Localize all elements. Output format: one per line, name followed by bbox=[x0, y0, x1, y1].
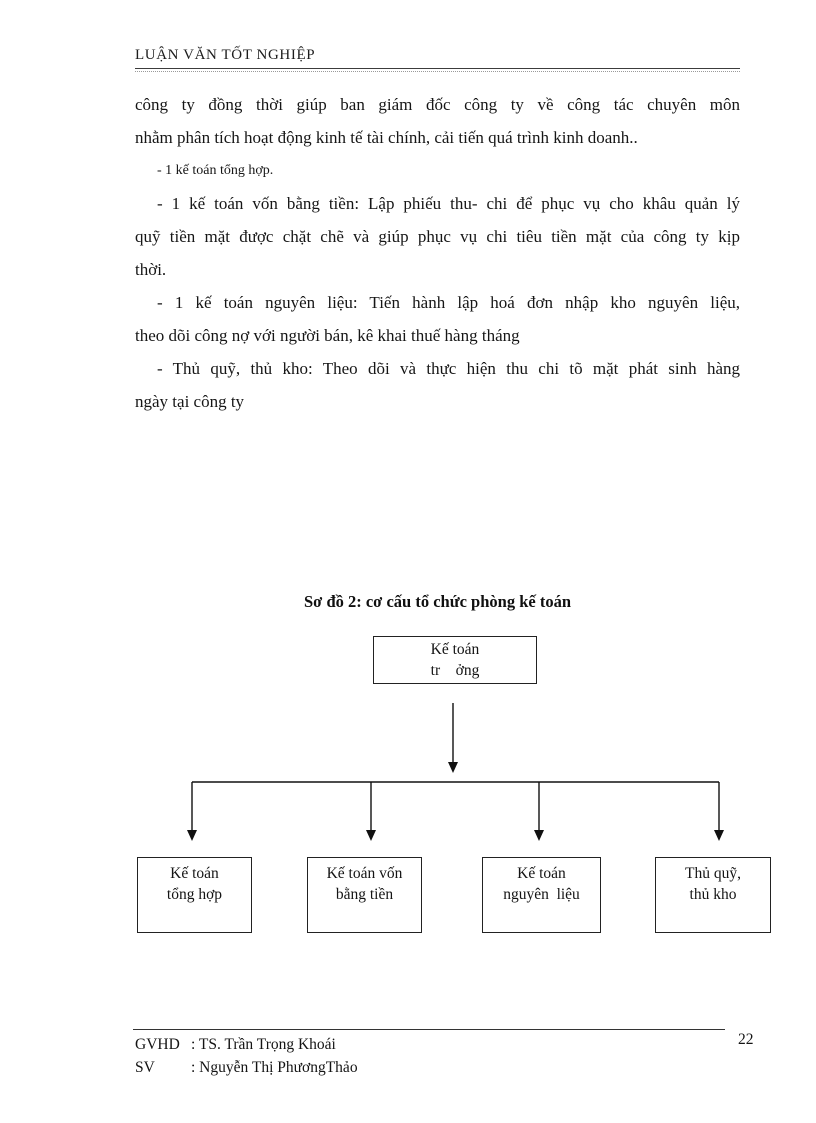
advisor-label: GVHD bbox=[135, 1036, 180, 1053]
text-line: ngày tại công ty bbox=[135, 392, 245, 411]
arrowhead-icon bbox=[534, 830, 544, 841]
org-chart-box-ke-toan-von-bang-tien: Kế toán vốn bằng tiền bbox=[307, 857, 422, 933]
footer-rule bbox=[133, 1029, 725, 1030]
box-label-line: nguyên liệu bbox=[503, 886, 580, 903]
org-chart-box-thu-quy-thu-kho: Thủ quỹ, thủ kho bbox=[655, 857, 771, 933]
text-line: theo dõi công nợ với người bán, kê khai … bbox=[135, 326, 520, 345]
box-label-line: Kế toán bbox=[517, 865, 566, 882]
text-line: - 1 kế toán tổng hợp. bbox=[157, 163, 274, 178]
text-line: quỹ tiền mặt được chặt chẽ và giúp phục … bbox=[135, 227, 740, 246]
text-line: thời. bbox=[135, 260, 167, 279]
advisor-value: : TS. Trần Trọng Khoái bbox=[191, 1036, 336, 1053]
diagram-title: Sơ đồ 2: cơ cấu tổ chức phòng kế toán bbox=[304, 592, 571, 611]
header-title: LUẬN VĂN TỐT NGHIỆP bbox=[135, 47, 316, 63]
box-label-line: tổng hợp bbox=[166, 886, 223, 903]
footer-student-row: SV : Nguyễn Thị PhươngThảo bbox=[135, 1056, 358, 1079]
arrowhead-icon bbox=[187, 830, 197, 841]
box-label-line: Thủ quỹ, bbox=[685, 865, 741, 882]
text-line: nhằm phân tích hoạt động kinh tế tài chí… bbox=[135, 128, 638, 147]
footer-advisor-row: GVHD : TS. Trần Trọng Khoái bbox=[135, 1033, 358, 1056]
box-label-line: Kế toán bbox=[170, 865, 219, 882]
footer: GVHD : TS. Trần Trọng Khoái SV : Nguyễn Th… bbox=[135, 1033, 358, 1079]
text-line: công ty đồng thời giúp ban giám đốc công… bbox=[135, 95, 740, 114]
page-number: 22 bbox=[738, 1031, 754, 1048]
page-header: LUẬN VĂN TỐT NGHIỆP bbox=[135, 46, 740, 72]
text-line: - Thủ quỹ, thủ kho: Theo dõi và thực hiệ… bbox=[157, 359, 740, 378]
box-label-line: Kế toán bbox=[430, 641, 480, 658]
body-text: công ty đồng thời giúp ban giám đốc công… bbox=[135, 88, 740, 418]
student-label: SV bbox=[135, 1059, 155, 1076]
student-value: : Nguyễn Thị PhươngThảo bbox=[191, 1059, 358, 1076]
org-chart-box-ke-toan-nguyen-lieu: Kế toán nguyên liệu bbox=[482, 857, 601, 933]
text-line: - 1 kế toán nguyên liệu: Tiến hành lập h… bbox=[157, 293, 740, 312]
text-line: - 1 kế toán vốn bằng tiền: Lập phiếu thu… bbox=[157, 194, 740, 213]
box-label-line: thủ kho bbox=[689, 886, 737, 903]
box-label-line: tr ởng bbox=[430, 662, 480, 679]
org-chart-box-ke-toan-truong: Kế toán tr ởng bbox=[373, 636, 537, 684]
arrowhead-icon bbox=[366, 830, 376, 841]
box-label-line: bằng tiền bbox=[335, 886, 394, 903]
arrowhead-icon bbox=[448, 762, 458, 773]
arrowhead-icon bbox=[714, 830, 724, 841]
org-chart-box-ke-toan-tong-hop: Kế toán tổng hợp bbox=[137, 857, 252, 933]
org-chart-connectors bbox=[187, 703, 724, 841]
box-label-line: Kế toán vốn bbox=[326, 865, 403, 882]
